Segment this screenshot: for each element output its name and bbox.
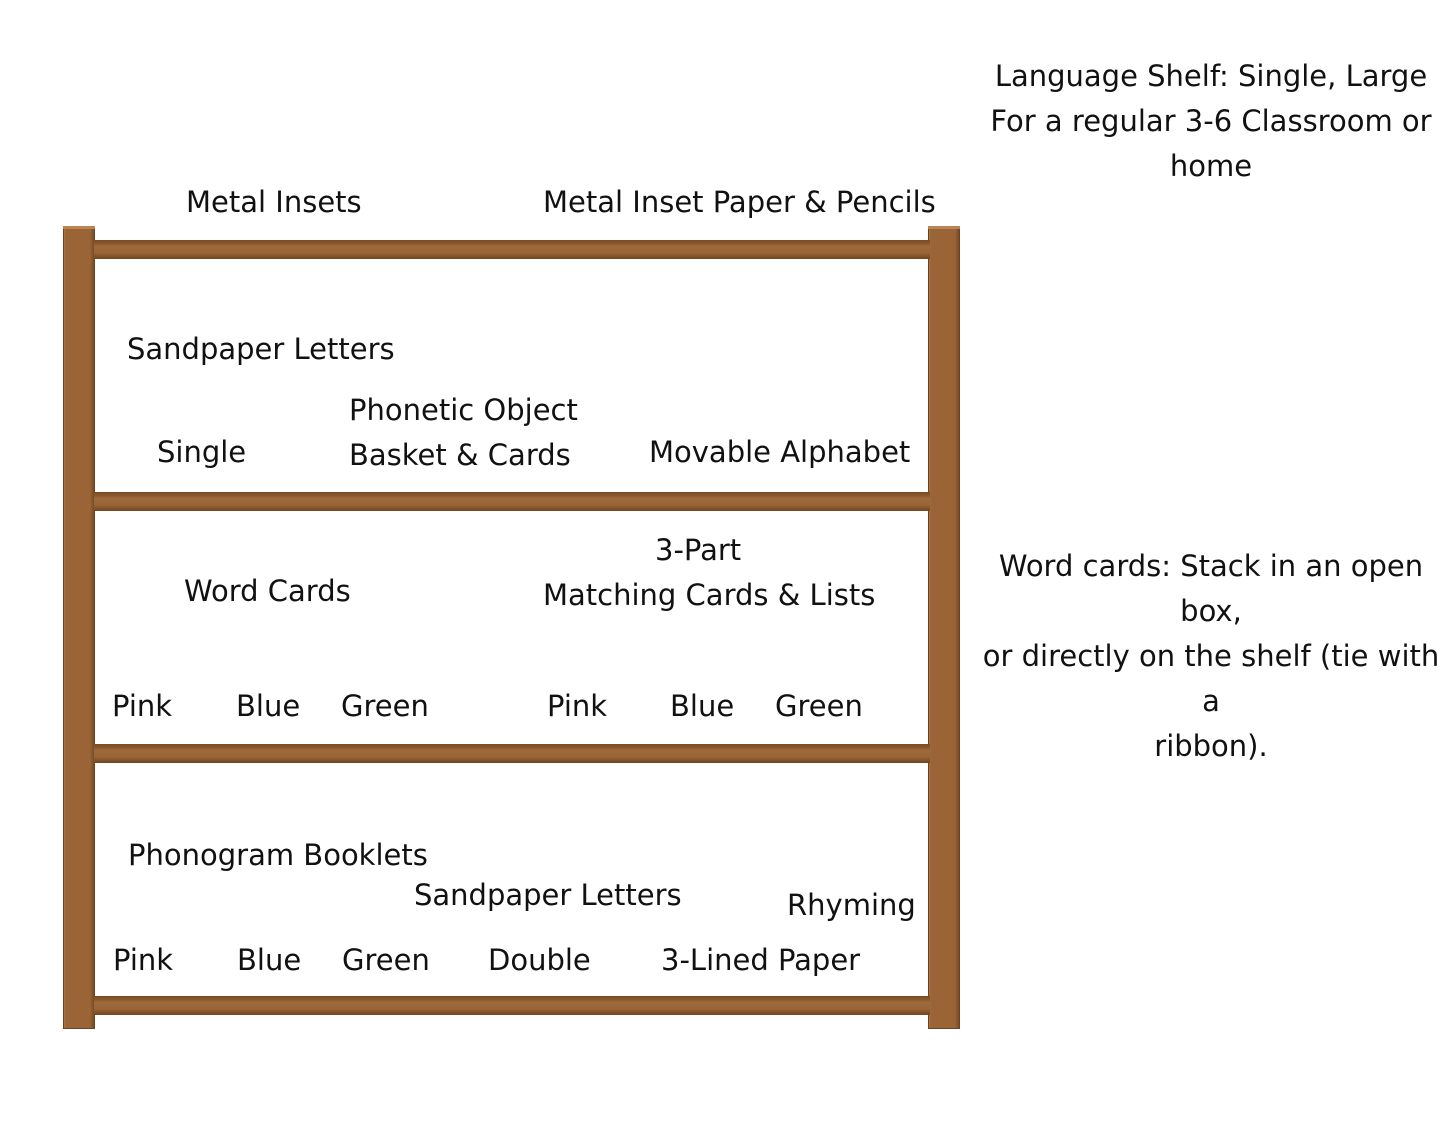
shelf-title: Language Shelf: Single, Large For a regu… [985, 54, 1437, 189]
label-phonogram-pink: Pink [113, 943, 174, 977]
shelf-title-line1: Language Shelf: Single, Large [994, 59, 1428, 93]
shelf-board-1 [94, 492, 930, 511]
label-phonogram-booklets: Phonogram Booklets [128, 838, 428, 872]
label-word-cards: Word Cards [184, 574, 351, 608]
label-metal-inset-paper-pencils: Metal Inset Paper & Pencils [543, 185, 936, 219]
shelf-title-line3: home [1169, 149, 1253, 183]
shelf-left-post [63, 226, 95, 1029]
label-three-part-line2: Matching Cards & Lists [543, 578, 876, 612]
label-phonetic-object-line2: Basket & Cards [349, 438, 571, 472]
label-three-part-line1: 3-Part [655, 533, 742, 567]
label-rhyming: Rhyming [787, 888, 916, 922]
label-phonetic-object-line1: Phonetic Object [349, 393, 578, 427]
label-matching-cards-green: Green [775, 689, 863, 723]
shelf-board-2 [94, 744, 930, 763]
shelf-board-3 [94, 996, 930, 1015]
label-word-cards-blue: Blue [236, 689, 301, 723]
label-sandpaper-letters-2: Sandpaper Letters [414, 878, 682, 912]
shelf-title-line2: For a regular 3-6 Classroom or [990, 104, 1432, 138]
label-matching-cards-blue: Blue [670, 689, 735, 723]
label-single: Single [157, 435, 247, 469]
label-sandpaper-letters-1: Sandpaper Letters [127, 332, 395, 366]
label-double: Double [488, 943, 591, 977]
label-phonogram-blue: Blue [237, 943, 302, 977]
word-cards-note: Word cards: Stack in an open box, or dir… [972, 544, 1450, 769]
shelf-board-top [94, 240, 930, 259]
label-matching-cards-pink: Pink [547, 689, 608, 723]
label-phonogram-green: Green [342, 943, 430, 977]
word-cards-note-line2: or directly on the shelf (tie with a [982, 639, 1440, 718]
word-cards-note-line1: Word cards: Stack in an open box, [998, 549, 1424, 628]
label-word-cards-pink: Pink [112, 689, 173, 723]
label-metal-insets: Metal Insets [186, 185, 362, 219]
label-three-lined-paper: 3-Lined Paper [661, 943, 861, 977]
label-movable-alphabet: Movable Alphabet [649, 435, 911, 469]
word-cards-note-line3: ribbon). [1154, 729, 1268, 763]
shelf-right-post [928, 226, 960, 1029]
label-word-cards-green: Green [341, 689, 429, 723]
